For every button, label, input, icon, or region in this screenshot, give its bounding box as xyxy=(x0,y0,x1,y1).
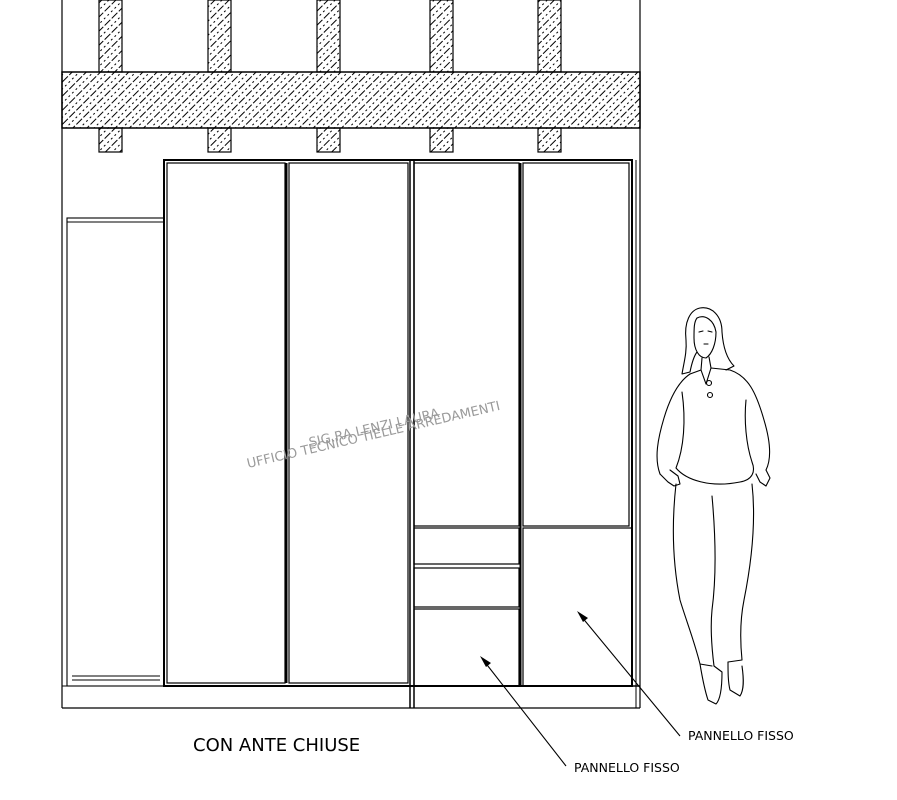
ceiling-beam xyxy=(61,71,641,129)
fixed-panel-1 xyxy=(413,608,520,687)
door-4 xyxy=(522,162,630,527)
door-2 xyxy=(288,162,409,684)
joist-3 xyxy=(316,0,341,73)
joists xyxy=(98,0,562,153)
joist-stub-2 xyxy=(207,127,232,153)
side-open-unit xyxy=(66,217,165,687)
drawer-2 xyxy=(413,567,520,608)
annotation-pannello-fisso-1: PANNELLO FISSO xyxy=(688,728,794,743)
person-figure xyxy=(656,307,771,705)
leader-1-arrowhead xyxy=(480,656,491,667)
door-1 xyxy=(166,162,286,684)
joist-stub-4 xyxy=(429,127,454,153)
joist-stub-1 xyxy=(98,127,123,153)
annotation-pannello-fisso-2: PANNELLO FISSO xyxy=(574,760,680,775)
drawer-1 xyxy=(413,527,520,565)
leader-1 xyxy=(483,660,567,767)
joist-stub-3 xyxy=(316,127,341,153)
wardrobe xyxy=(62,159,640,708)
fixed-panel-2 xyxy=(522,527,633,687)
drawing-caption: CON ANTE CHIUSE xyxy=(193,735,360,756)
joist-5 xyxy=(537,0,562,73)
joist-2 xyxy=(207,0,232,73)
watermark-line-2: UFFICIO TECNICO TIELLE ARREDAMENTI xyxy=(246,399,502,472)
joist-stub-5 xyxy=(537,127,562,153)
leader-lines xyxy=(480,611,681,767)
leader-2 xyxy=(580,615,681,737)
joist-1 xyxy=(98,0,123,73)
joist-4 xyxy=(429,0,454,73)
door-3 xyxy=(413,162,520,527)
leader-2-arrowhead xyxy=(577,611,588,622)
